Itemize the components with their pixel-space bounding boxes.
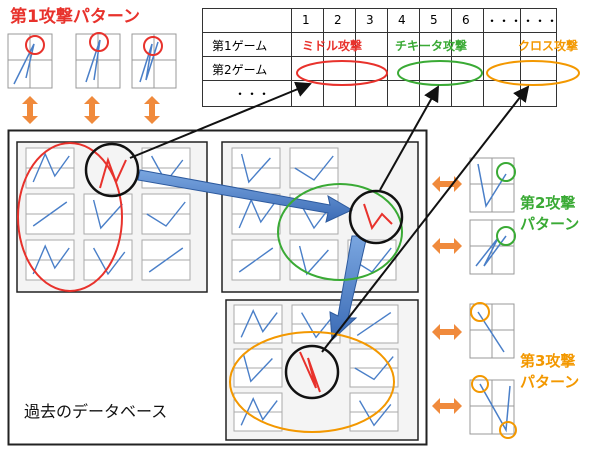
col-number-1: 1 bbox=[302, 13, 310, 27]
thumbnail-trajectory bbox=[352, 247, 392, 273]
thumbnail-trajectory bbox=[32, 201, 68, 227]
representative-circle-2 bbox=[348, 189, 404, 245]
trajectory-thumbnail bbox=[289, 193, 339, 235]
trajectory-thumbnail bbox=[349, 304, 399, 344]
col-number-ellipsis-1: ・・・ bbox=[486, 14, 523, 28]
pattern2-label-line2: パターン bbox=[520, 215, 580, 233]
row-label-ellipsis: ・・・ bbox=[234, 87, 271, 101]
thumbnail-trajectory bbox=[298, 245, 329, 276]
trajectory-thumbnail bbox=[141, 193, 191, 235]
trajectory-thumbnail bbox=[141, 147, 191, 189]
representative-circle-1 bbox=[84, 142, 140, 198]
attack-table: 1 2 3 4 5 6 ・・・ ・・・ 第1ゲーム 第2ゲーム ・・・ ミドル攻… bbox=[202, 8, 592, 108]
rep-trajectory-2 bbox=[363, 203, 393, 231]
thumbnail-trajectory bbox=[32, 244, 70, 275]
blue-arrow-1-to-2 bbox=[137, 169, 354, 223]
thumbnail-trajectory bbox=[238, 247, 274, 273]
pattern1-thumbnail-1 bbox=[7, 33, 53, 89]
col-number-3: 3 bbox=[366, 13, 374, 27]
row-label-game2: 第2ゲーム bbox=[212, 63, 268, 77]
cell-chiquita-attack: チキータ攻撃 bbox=[395, 39, 468, 53]
trajectory-thumbnail bbox=[289, 239, 339, 281]
cell-middle-attack: ミドル攻撃 bbox=[302, 39, 363, 53]
representative-label-2: 代表軌道 bbox=[334, 164, 391, 183]
thumbnail-trajectory bbox=[294, 155, 334, 181]
trajectory-thumbnail bbox=[291, 304, 341, 344]
thumbnail-trajectory bbox=[148, 247, 184, 273]
thumbnail-trajectory bbox=[356, 312, 392, 336]
double-arrows-vertical bbox=[22, 96, 160, 124]
col-number-5: 5 bbox=[430, 13, 438, 27]
pattern3-thumbnail-1 bbox=[469, 302, 515, 359]
pattern3-thumbnail-2 bbox=[469, 375, 517, 439]
thumbnail-trajectory bbox=[32, 152, 70, 183]
link-arrow-3 bbox=[321, 85, 530, 353]
col-number-2: 2 bbox=[334, 13, 342, 27]
col-number-4: 4 bbox=[398, 13, 406, 27]
trajectory-thumbnail bbox=[231, 239, 281, 281]
blue-arrow-2-to-3 bbox=[329, 235, 367, 342]
pattern3-label-line2: パターン bbox=[520, 373, 580, 391]
cluster-ellipse-green bbox=[277, 183, 403, 281]
database-label: 過去のデータベース bbox=[24, 402, 168, 421]
thumbnail-trajectory bbox=[92, 247, 126, 276]
cell-cross-attack: クロス攻撃 bbox=[518, 39, 579, 53]
trajectory-thumbnail bbox=[83, 239, 133, 281]
trajectory-thumbnail bbox=[349, 348, 399, 388]
trajectory-thumbnail bbox=[233, 392, 283, 432]
trajectory-thumbnail bbox=[233, 304, 283, 344]
col-number-6: 6 bbox=[462, 13, 470, 27]
thumbnail-trajectory bbox=[150, 155, 184, 184]
pattern2-thumbnail-1 bbox=[469, 157, 516, 213]
thumbnail-trajectory bbox=[300, 312, 334, 339]
thumbnail-trajectory bbox=[358, 400, 392, 427]
trajectory-thumbnail bbox=[347, 239, 397, 281]
rep-trajectory-3 bbox=[299, 351, 321, 393]
trajectory-thumbnail bbox=[233, 348, 283, 388]
thumbnail-trajectory bbox=[354, 356, 394, 381]
trajectory-thumbnail bbox=[231, 147, 281, 189]
trajectory-thumbnails bbox=[25, 147, 399, 432]
double-arrows-horizontal bbox=[432, 176, 462, 414]
pattern2-label-line1: 第2攻撃 bbox=[520, 194, 576, 212]
pattern1-thumbnail-2 bbox=[75, 32, 121, 89]
pattern1-thumbnail-3 bbox=[131, 33, 177, 89]
trajectory-thumbnail bbox=[349, 392, 399, 432]
thumbnail-trajectory bbox=[240, 397, 278, 426]
representative-label-3: 代表軌道 bbox=[292, 407, 349, 426]
row-label-game1: 第1ゲーム bbox=[212, 39, 268, 53]
pattern2-thumbnail-2 bbox=[469, 219, 516, 275]
trajectory-thumbnail bbox=[289, 147, 339, 189]
col-number-ellipsis-2: ・・・ bbox=[522, 14, 559, 28]
trajectory-thumbnail bbox=[25, 193, 75, 235]
thumbnail-trajectory bbox=[240, 153, 271, 184]
representative-circle-3 bbox=[284, 344, 340, 400]
thumbnail-trajectory bbox=[242, 354, 273, 383]
thumbnail-trajectory bbox=[240, 309, 278, 338]
thumbnail-trajectory bbox=[146, 201, 186, 227]
trajectory-thumbnail bbox=[231, 193, 281, 235]
thumbnail-trajectory bbox=[298, 201, 332, 230]
trajectory-thumbnail bbox=[25, 239, 75, 281]
trajectory-thumbnail bbox=[25, 147, 75, 189]
trajectory-thumbnail bbox=[141, 239, 191, 281]
thumbnail-trajectory bbox=[238, 198, 276, 229]
pattern3-label-line1: 第3攻撃 bbox=[520, 352, 576, 370]
pattern1-title: 第1攻撃パターン bbox=[10, 7, 140, 27]
representative-label-1: 代表軌道 bbox=[88, 212, 145, 231]
rep-trajectory-1 bbox=[99, 156, 127, 189]
